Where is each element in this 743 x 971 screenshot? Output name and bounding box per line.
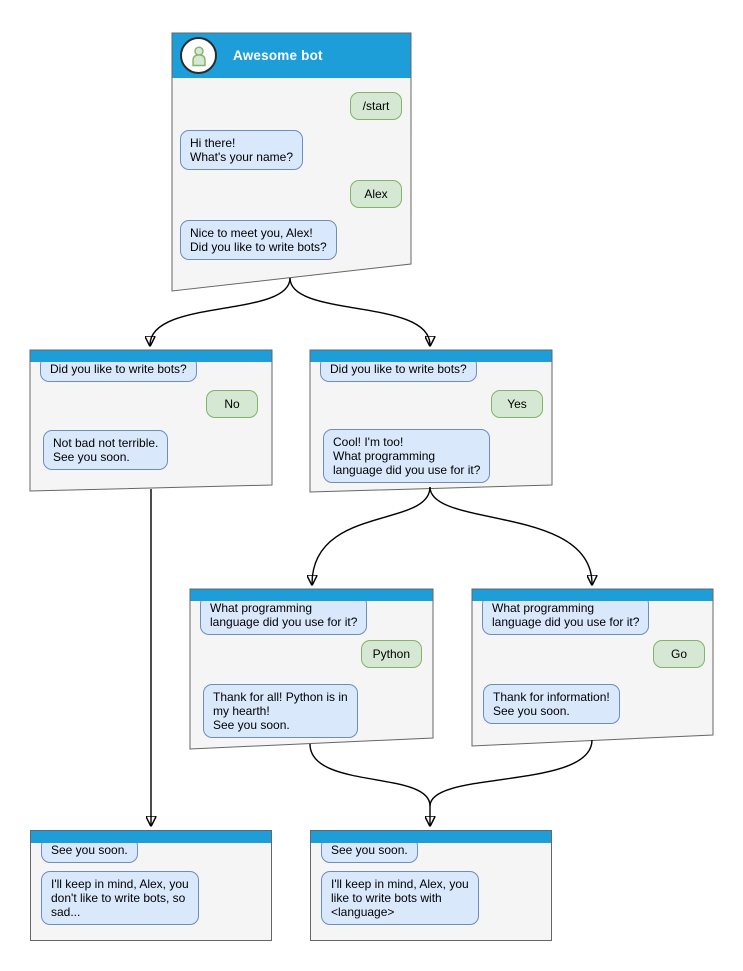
bot-message: What programming language did you use fo…: [482, 595, 650, 635]
connector-python-to-end: [309, 743, 431, 807]
chat-window-branch-python: What programming language did you use fo…: [190, 589, 433, 749]
user-message: Python: [360, 640, 422, 668]
bot-message: I'll keep in mind, Alex, you like to wri…: [321, 871, 479, 925]
bot-message: Hi there! What's your name?: [180, 130, 304, 170]
user-message: Yes: [491, 390, 543, 418]
bot-message: Thank for all! Python is in my hearth! S…: [203, 684, 358, 738]
titlebar: [190, 589, 433, 601]
connector-yes-to-python: [312, 486, 431, 584]
connector-main-to-no: [150, 277, 291, 345]
chat-window-branch-yes: Did you like to write bots? Yes Cool! I'…: [310, 350, 552, 492]
chat-window-end-no: See you soon. I'll keep in mind, Alex, y…: [30, 830, 272, 941]
titlebar: [311, 831, 551, 843]
titlebar: [30, 350, 272, 362]
titlebar: [310, 350, 552, 362]
bot-message: Thank for information! See you soon.: [483, 684, 620, 724]
avatar: [180, 37, 217, 74]
person-icon: [191, 45, 206, 66]
chat-window-branch-go: What programming language did you use fo…: [472, 589, 713, 746]
titlebar-main: Awesome bot: [172, 33, 411, 78]
titlebar: [31, 831, 271, 843]
connector-yes-to-go: [429, 486, 592, 584]
connector-go-to-end: [429, 739, 593, 807]
chat-window-main: Awesome bot /start Hi there! What's your…: [172, 33, 411, 291]
connector-main-to-yes: [289, 277, 430, 345]
bot-message: What programming language did you use fo…: [200, 595, 368, 635]
bot-message: Not bad not terrible. See you soon.: [43, 430, 169, 470]
user-message: Alex: [350, 180, 402, 208]
bot-message: I'll keep in mind, Alex, you don't like …: [41, 871, 199, 925]
user-message: No: [206, 390, 258, 418]
bot-message: Nice to meet you, Alex! Did you like to …: [180, 220, 337, 260]
chat-window-branch-no: Did you like to write bots? No Not bad n…: [30, 350, 272, 491]
user-message: Go: [653, 640, 705, 668]
user-message: /start: [350, 92, 402, 120]
chat-window-end-yes: See you soon. I'll keep in mind, Alex, y…: [310, 830, 552, 941]
bot-message: Cool! I'm too! What programming language…: [323, 429, 491, 483]
titlebar: [472, 589, 713, 601]
chat-title: Awesome bot: [233, 48, 323, 63]
